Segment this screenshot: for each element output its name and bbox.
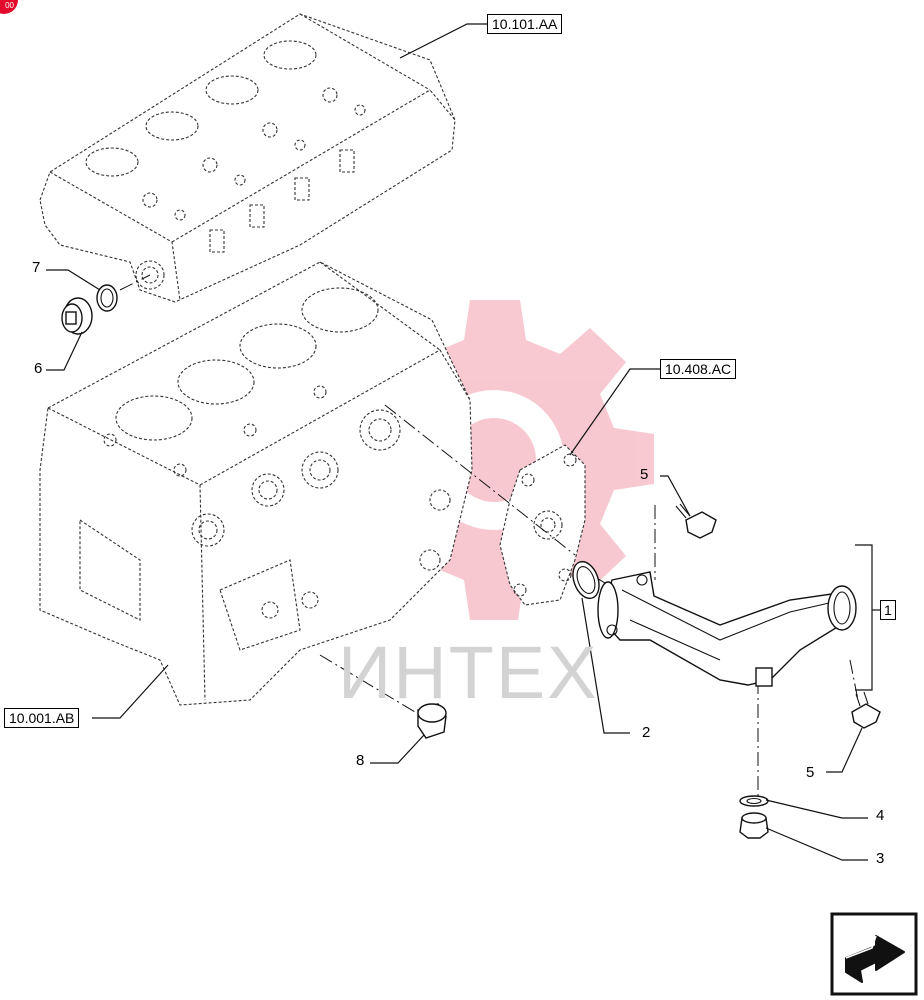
water-pipe-assembly (597, 571, 857, 687)
ref-front-cover[interactable]: 10.408.AC (660, 359, 737, 379)
front-cover-drawing (499, 444, 586, 606)
ref-assembly-1[interactable]: 1 (880, 600, 896, 620)
washer-part-4 (739, 795, 769, 807)
callout-5-bottom: 5 (806, 764, 815, 781)
callout-4: 4 (876, 807, 885, 824)
o-ring-part-7 (96, 284, 118, 312)
assembly-bracket (855, 544, 873, 691)
page-badge: 00 (0, 0, 18, 14)
watermark-text: ИНТЕХ (338, 631, 599, 714)
bolt-part-5-top (675, 503, 717, 539)
ref-engine-block[interactable]: 10.001.AB (4, 708, 80, 728)
plug-part-6 (61, 297, 93, 335)
callout-7: 7 (32, 259, 41, 276)
callout-5-top: 5 (640, 466, 649, 483)
center-lines (119, 274, 859, 800)
o-ring-part-2 (572, 560, 600, 600)
callout-8: 8 (356, 752, 365, 769)
cylinder-head-drawing (39, 13, 456, 303)
callout-3: 3 (876, 850, 885, 867)
callout-2: 2 (642, 724, 651, 741)
callout-6: 6 (34, 360, 43, 377)
plug-part-8 (417, 703, 447, 739)
leader-lines (46, 23, 868, 861)
plug-part-3 (739, 812, 769, 839)
engine-block-drawing (39, 261, 473, 706)
next-page-arrow-icon[interactable] (830, 912, 918, 996)
bolt-part-5-bottom (851, 691, 881, 729)
ref-cylinder-head[interactable]: 10.101.AA (487, 14, 563, 34)
